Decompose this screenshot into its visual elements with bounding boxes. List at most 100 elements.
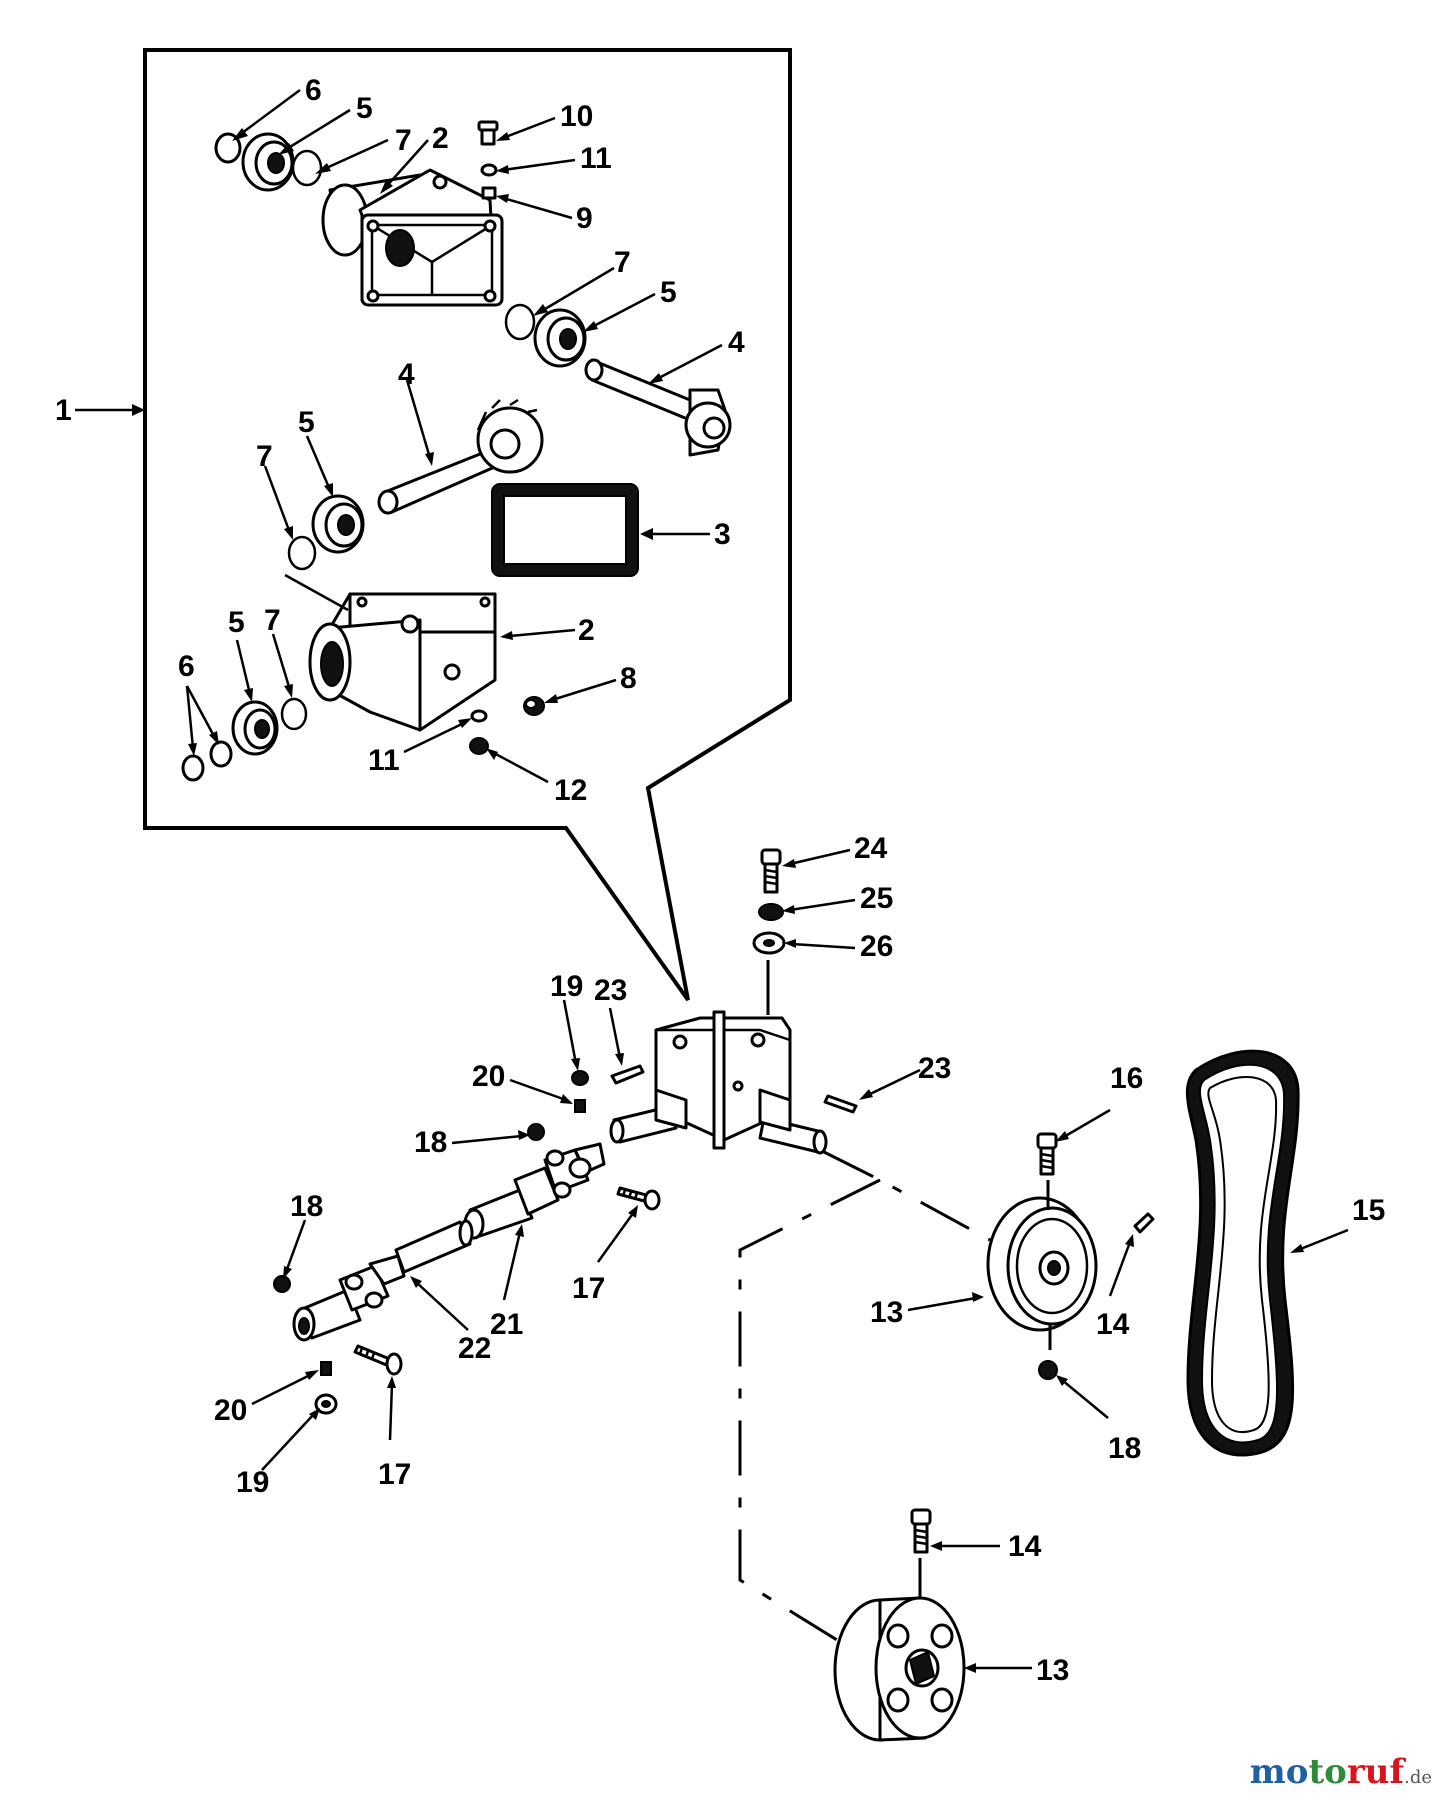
bevel-gear-shaft-part-4b (584, 358, 732, 457)
callout-number: 18 (290, 1190, 323, 1223)
callout-number: 23 (594, 974, 627, 1007)
callout-number: 15 (1352, 1194, 1385, 1227)
set-screw-part-20-upper (574, 1099, 586, 1113)
gearbox-assembly (609, 1010, 828, 1155)
snap-ring-part-7d (280, 697, 308, 731)
v-belt-part-15 (1185, 1049, 1300, 1457)
callout-number: 17 (572, 1272, 605, 1305)
drive-shaft-part-22 (394, 1219, 474, 1274)
shim-part-6a (181, 754, 205, 782)
callout-number: 19 (550, 970, 583, 1003)
callout-number: 6 (305, 74, 322, 107)
callout-number: 4 (728, 326, 745, 359)
callout-number: 7 (395, 124, 412, 157)
callout-number: 4 (398, 358, 415, 391)
callout-number: 19 (236, 1466, 269, 1499)
callout-number: 13 (870, 1296, 903, 1329)
callout-number: 5 (228, 606, 245, 639)
watermark-part-1: mo (1249, 1752, 1309, 1792)
snap-ring-part-6 (214, 132, 242, 164)
bearing-part-5c (311, 494, 365, 554)
pulley-part-13a (986, 1196, 1098, 1332)
callout-number: 18 (1108, 1432, 1141, 1465)
callout-number: 3 (714, 518, 731, 551)
callout-number: 5 (356, 92, 373, 125)
callout-number: 22 (458, 1332, 491, 1365)
snap-ring-part-7 (291, 149, 323, 187)
gearbox-detail-frame (143, 48, 792, 1002)
callout-number: 20 (214, 1394, 247, 1427)
callout-number: 20 (472, 1060, 505, 1093)
set-screw-part-14a (1133, 1212, 1155, 1234)
gasket-part-3 (491, 483, 639, 577)
callout-number: 1 (55, 394, 72, 427)
nut-part-19-lower-hole (321, 1400, 331, 1408)
key-part-23a (610, 1064, 645, 1085)
callout-number: 16 (1110, 1062, 1143, 1095)
callout-number: 14 (1096, 1308, 1130, 1341)
nut-part-19-upper (571, 1070, 589, 1086)
bolt-part-16 (1036, 1132, 1058, 1176)
callout-number: 11 (580, 142, 612, 175)
callout-number: 23 (918, 1052, 951, 1085)
fitting-part-9 (481, 186, 497, 200)
callout-number: 9 (576, 202, 593, 235)
nut-part-18-upper (527, 1123, 545, 1141)
pulley-part-13b (833, 1596, 966, 1742)
callout-number: 2 (432, 122, 449, 155)
universal-joint-part-21 (463, 1142, 606, 1240)
bearing-part-5d (231, 700, 279, 756)
callout-number: 7 (264, 604, 281, 637)
bolt-part-14b (910, 1508, 932, 1554)
callout-number: 5 (298, 406, 315, 439)
callout-number: 24 (854, 832, 888, 865)
callout-number: 18 (414, 1126, 447, 1159)
callout-number: 25 (860, 882, 893, 915)
arrow-1 (132, 404, 145, 416)
snap-ring-part-7b (504, 303, 536, 341)
bolt-part-17-upper (616, 1186, 661, 1211)
nut-part-18-lower-left (273, 1275, 291, 1293)
callout-number: 14 (1008, 1530, 1042, 1563)
assembly-line-lower (284, 573, 349, 612)
callout-number: 21 (490, 1308, 523, 1341)
callout-number: 13 (1036, 1654, 1069, 1687)
callout-number: 7 (614, 246, 631, 279)
callout-number: 8 (620, 662, 637, 695)
leader-lines (185, 88, 1349, 1673)
callout-number: 2 (578, 614, 595, 647)
bolt-part-17-lower (353, 1344, 403, 1376)
snap-ring-part-7c (287, 535, 317, 571)
motoruf-watermark: motoruf.de (1250, 1752, 1432, 1792)
vent-plug-part-10 (477, 120, 499, 146)
fitting-part-12 (469, 737, 489, 755)
lock-washer-part-25 (758, 903, 784, 921)
watermark-suffix: .de (1404, 1767, 1432, 1788)
bevel-gear-shaft-part-4a (377, 398, 544, 515)
shim-part-6b (209, 740, 233, 768)
assembly-line-pulley (823, 1150, 991, 1242)
lower-housing-part-2 (308, 592, 497, 732)
bolt-part-24 (760, 848, 782, 894)
universal-joint-lower (292, 1254, 406, 1342)
upper-housing-part-2 (321, 168, 504, 307)
washer-part-11-bottom (470, 709, 488, 723)
callout-number: 26 (860, 930, 893, 963)
set-screw-part-20-lower (320, 1361, 332, 1376)
callout-number: 17 (378, 1458, 411, 1491)
callout-number: 6 (178, 650, 195, 683)
assembly-line-alt-pulley (738, 1178, 881, 1650)
watermark-part-2: to (1308, 1752, 1347, 1792)
callout-number: 11 (368, 744, 400, 777)
watermark-part-3: ruf (1346, 1752, 1405, 1792)
callout-number: 7 (256, 440, 273, 473)
bearing-part-5b (533, 308, 587, 368)
plug-part-8 (523, 696, 545, 716)
callout-number: 5 (660, 276, 677, 309)
callout-number: 10 (560, 100, 593, 133)
bearing-part-5 (241, 132, 295, 192)
callout-number: 12 (554, 774, 587, 807)
